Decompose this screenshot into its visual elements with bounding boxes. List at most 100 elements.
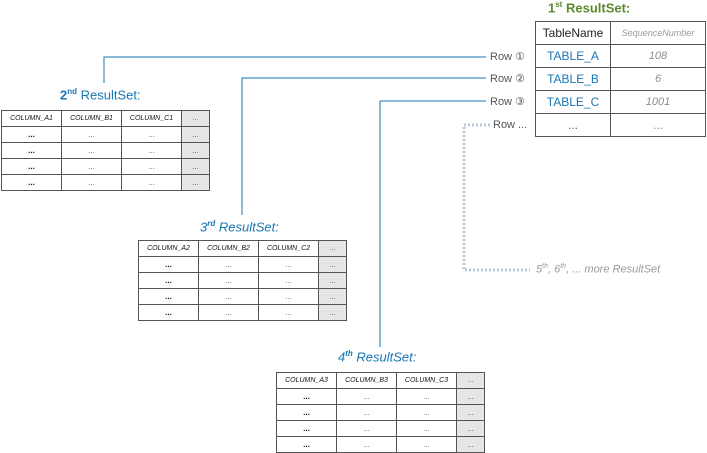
table-row: ............	[276, 420, 485, 437]
cell: ...	[61, 158, 122, 175]
header-cell: COLUMN_A3	[276, 372, 337, 389]
connector-row1-to-resultset2	[103, 56, 486, 83]
table-header-row: TableName SequenceNumber	[535, 21, 706, 45]
cell: ...	[138, 304, 199, 321]
cell: ...	[181, 126, 210, 143]
cell: ...	[456, 404, 485, 421]
cell: ...	[456, 436, 485, 453]
cell: ...	[121, 174, 182, 191]
connector-more-resultsets	[462, 123, 530, 272]
header-cell: COLUMN_B3	[336, 372, 397, 389]
table-name-cell: TABLE_A	[535, 44, 611, 68]
table-row: ............	[1, 142, 210, 159]
connector-row2-to-resultset3	[241, 77, 486, 215]
cell: ...	[181, 142, 210, 159]
row-label-1: Row ①	[490, 51, 525, 63]
table-row: ............	[138, 256, 347, 273]
row-label-more: Row ...	[493, 119, 528, 131]
cell: ...	[396, 404, 457, 421]
resultset2-table: COLUMN_A1 COLUMN_B1 COLUMN_C1 ... ......…	[1, 110, 210, 191]
cell: ...	[138, 256, 199, 273]
cell: ...	[276, 388, 337, 405]
header-cell: ...	[318, 240, 347, 257]
table-row: TABLE_C 1001	[535, 90, 706, 114]
table-name-cell: TABLE_C	[535, 90, 611, 114]
more-resultsets-label: 5th, 6th, ... more ResultSet	[536, 263, 661, 276]
cell: ...	[198, 272, 259, 289]
cell: ...	[396, 436, 457, 453]
table-row: ............	[1, 158, 210, 175]
sequence-cell: 108	[610, 44, 706, 68]
table-row: ............	[1, 174, 210, 191]
cell: ...	[121, 126, 182, 143]
header-cell: TableName	[535, 21, 611, 45]
header-cell: COLUMN_B1	[61, 110, 122, 127]
row-label-2: Row ②	[490, 73, 525, 85]
cell: ...	[396, 388, 457, 405]
cell: ...	[121, 142, 182, 159]
cell: ...	[258, 288, 319, 305]
resultset1-table: TableName SequenceNumber TABLE_A 108 TAB…	[535, 21, 706, 137]
header-cell: COLUMN_C2	[258, 240, 319, 257]
cell: ...	[276, 436, 337, 453]
cell: ...	[318, 288, 347, 305]
cell: ...	[318, 304, 347, 321]
cell: ...	[198, 256, 259, 273]
table-row: ............	[276, 388, 485, 405]
cell: ...	[258, 256, 319, 273]
cell: ...	[336, 388, 397, 405]
cell: ...	[456, 388, 485, 405]
table-header-row: COLUMN_A2 COLUMN_B2 COLUMN_C2 ...	[138, 240, 347, 257]
table-name-cell: TABLE_B	[535, 67, 611, 91]
cell: ...	[1, 126, 62, 143]
resultset3-table: COLUMN_A2 COLUMN_B2 COLUMN_C2 ... ......…	[138, 240, 347, 321]
table-row: ............	[138, 272, 347, 289]
header-cell: SequenceNumber	[610, 21, 706, 45]
cell: ...	[336, 420, 397, 437]
sequence-cell: 1001	[610, 90, 706, 114]
cell: ...	[1, 174, 62, 191]
header-cell: ...	[181, 110, 210, 127]
table-row: ............	[138, 288, 347, 305]
cell: ...	[1, 158, 62, 175]
header-cell: ...	[456, 372, 485, 389]
cell: ...	[61, 126, 122, 143]
table-row: ............	[1, 126, 210, 143]
table-row: TABLE_B 6	[535, 67, 706, 91]
header-cell: COLUMN_B2	[198, 240, 259, 257]
cell: ...	[318, 256, 347, 273]
cell: ...	[138, 288, 199, 305]
cell: ...	[181, 158, 210, 175]
cell: ...	[198, 288, 259, 305]
connector-row3-to-resultset4	[379, 100, 486, 347]
resultset2-title: 2nd ResultSet:	[60, 87, 141, 103]
resultset4-title: 4th ResultSet:	[338, 349, 417, 365]
table-row: ............	[138, 304, 347, 321]
sequence-cell: 6	[610, 67, 706, 91]
cell: ...	[258, 304, 319, 321]
table-row: TABLE_A 108	[535, 44, 706, 68]
table-row: ............	[276, 436, 485, 453]
cell: ...	[396, 420, 457, 437]
header-cell: COLUMN_C1	[121, 110, 182, 127]
row-label-3: Row ③	[490, 96, 525, 108]
cell: ...	[456, 420, 485, 437]
cell: ...	[138, 272, 199, 289]
cell: ...	[1, 142, 62, 159]
resultset1-title: 1st ResultSet:	[548, 0, 631, 16]
cell: ...	[198, 304, 259, 321]
cell: ...	[336, 404, 397, 421]
table-header-row: COLUMN_A1 COLUMN_B1 COLUMN_C1 ...	[1, 110, 210, 127]
resultset3-title: 3rd ResultSet:	[200, 219, 279, 235]
cell: ...	[276, 420, 337, 437]
table-row: ............	[276, 404, 485, 421]
cell: ...	[61, 142, 122, 159]
sequence-cell: ...	[610, 113, 706, 137]
header-cell: COLUMN_A1	[1, 110, 62, 127]
cell: ...	[336, 436, 397, 453]
cell: ...	[121, 158, 182, 175]
table-header-row: COLUMN_A3 COLUMN_B3 COLUMN_C3 ...	[276, 372, 485, 389]
header-cell: COLUMN_A2	[138, 240, 199, 257]
header-cell: COLUMN_C3	[396, 372, 457, 389]
